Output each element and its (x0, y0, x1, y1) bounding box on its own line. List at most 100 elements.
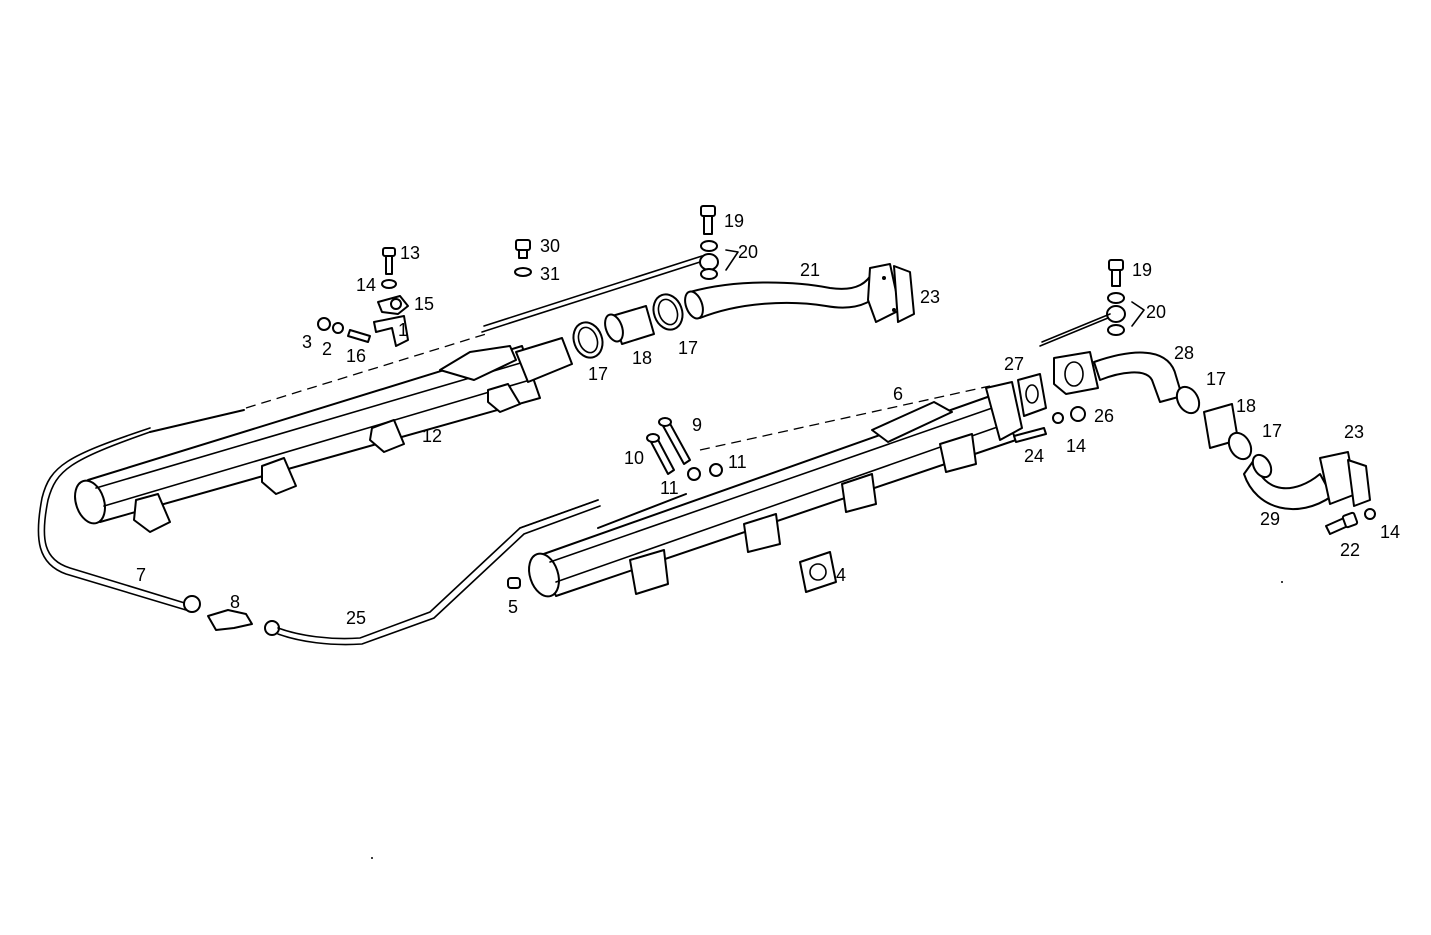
nut-11-b (709, 463, 723, 477)
washer-20-a (700, 240, 718, 252)
rod-upper (481, 261, 701, 333)
callout-22: 22 (1340, 540, 1360, 560)
rail-top-boss (439, 345, 517, 381)
flange-23-upper-a (867, 263, 901, 323)
fitting-7 (183, 595, 201, 613)
callout-19-a: 19 (724, 211, 744, 231)
callout-10: 10 (624, 448, 644, 468)
callout-16: 16 (346, 346, 366, 366)
line-25-edge (277, 505, 601, 646)
callout-18-a: 18 (632, 348, 652, 368)
callout-27: 27 (1004, 354, 1024, 374)
centerline-right (699, 385, 991, 451)
callout-17-b: 17 (678, 338, 698, 358)
nut-11-a (687, 467, 701, 481)
centerline-left (245, 333, 487, 409)
callout-17-d: 17 (1262, 421, 1282, 441)
flange-28 (1053, 351, 1099, 395)
scan-speck (371, 857, 373, 859)
callout-11-b: 11 (660, 478, 679, 498)
rail-foot-1 (133, 493, 171, 533)
callout-17-c: 17 (1206, 369, 1226, 389)
callout-7: 7 (136, 565, 146, 585)
callout-12: 12 (422, 426, 442, 446)
rail-6-end-cap (985, 381, 1023, 441)
washer-14-top (381, 279, 397, 289)
washer-14-right (1364, 508, 1376, 520)
callout-3: 3 (302, 332, 312, 352)
port-flange-1 (629, 549, 669, 595)
rail-foot-4 (487, 383, 521, 413)
callout-5: 5 (508, 597, 518, 617)
callout-18-b: 18 (1236, 396, 1256, 416)
callout-15: 15 (414, 294, 434, 314)
line-25 (277, 499, 599, 640)
port-flange-3 (841, 473, 877, 513)
callout-14-a: 14 (356, 275, 376, 295)
washer-14-mid (1052, 412, 1064, 424)
callout-2: 2 (322, 339, 332, 359)
rail-6-stub (597, 493, 687, 529)
rail-end-tube (515, 337, 573, 383)
bolt-19-upper (699, 205, 739, 280)
callout-labels: 1 2 3 4 5 6 7 8 9 10 11 11 12 13 14 14 1… (136, 211, 1400, 628)
callout-17-a: 17 (588, 364, 608, 384)
bolt-30 (514, 239, 532, 277)
left-rail-12 (74, 337, 573, 533)
bracket-1 (373, 315, 409, 347)
port-flange-2 (743, 513, 781, 553)
callout-8: 8 (230, 592, 240, 612)
callout-20-a: 20 (738, 242, 758, 262)
callout-23-b: 23 (1344, 422, 1364, 442)
callout-6: 6 (893, 384, 903, 404)
rod-upper-2 (483, 255, 703, 327)
pipe-28 (1093, 351, 1183, 403)
callout-29: 29 (1260, 509, 1280, 529)
sleeve-5 (507, 577, 521, 589)
eye-20-right (1106, 305, 1126, 323)
clamp-17-right-a (1175, 385, 1201, 415)
port-flange-4 (939, 433, 977, 473)
union-8 (207, 609, 253, 631)
bolt-13-shank (385, 255, 393, 275)
callout-28: 28 (1174, 343, 1194, 363)
callout-19-b: 19 (1132, 260, 1152, 280)
callout-30: 30 (540, 236, 560, 256)
callout-1: 1 (398, 320, 408, 340)
bracket-assembly-upper (317, 247, 409, 347)
stud-16 (347, 329, 371, 343)
gasket-23-upper (893, 265, 915, 323)
nut-26 (1070, 406, 1086, 422)
gasket-27 (1017, 373, 1047, 417)
callout-14-b: 14 (1066, 436, 1086, 456)
callout-21: 21 (800, 260, 820, 280)
pipe-21 (689, 269, 887, 319)
nut-3 (317, 317, 331, 331)
callout-4: 4 (836, 565, 846, 585)
rail-stub (149, 409, 245, 433)
callout-14-c: 14 (1380, 522, 1400, 542)
rail-foot-3 (369, 419, 405, 453)
right-pipe-chain (1017, 351, 1371, 510)
callout-31: 31 (540, 264, 560, 284)
callout-26: 26 (1094, 406, 1114, 426)
callout-9: 9 (692, 415, 702, 435)
washer-20-b (700, 268, 718, 280)
clamp-ring-17-right (652, 293, 684, 331)
gasket-4 (799, 551, 837, 593)
washer-2 (332, 322, 344, 334)
clamp-17-right-b (1227, 431, 1253, 461)
scan-speck-2 (1281, 581, 1283, 583)
rail-6-top-boss (871, 401, 953, 443)
clamp-ring-17-left (572, 321, 604, 359)
bolts-9-10 (646, 417, 723, 481)
rail-foot-2 (261, 457, 297, 495)
callout-24: 24 (1024, 446, 1044, 466)
fitting-25 (264, 620, 280, 636)
upper-pipe-chain (572, 263, 915, 359)
right-rail-6 (528, 381, 1023, 598)
gasket-23-right (1347, 459, 1371, 507)
line-7 (43, 431, 189, 605)
